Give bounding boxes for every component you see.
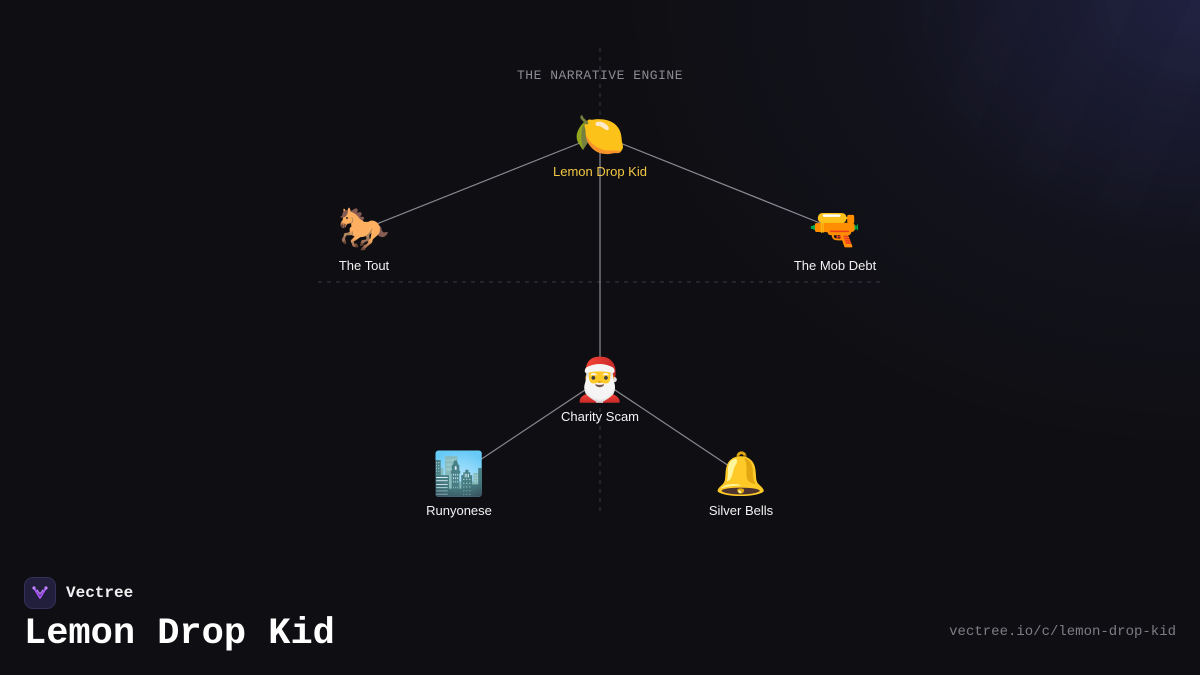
- edge-charity-scam-to-runyonese: [458, 379, 601, 475]
- node-silver-bells[interactable]: 🔔 Silver Bells: [651, 447, 831, 518]
- bell-icon: 🔔: [714, 450, 768, 497]
- node-label: Silver Bells: [708, 503, 774, 518]
- santa-icon: 🎅: [573, 356, 627, 403]
- edge-charity-scam-to-silver-bells: [599, 379, 742, 475]
- diagram-title: THE NARRATIVE ENGINE: [516, 68, 684, 83]
- node-label: The Mob Debt: [793, 258, 877, 273]
- node-the-tout[interactable]: 🐎 The Tout: [274, 202, 454, 273]
- node-label: Lemon Drop Kid: [553, 164, 647, 179]
- cityscape-icon: 🏙️: [432, 450, 486, 497]
- horse-icon: 🐎: [337, 205, 391, 252]
- edge-lemon-drop-kid-to-the-mob-debt: [599, 134, 836, 230]
- lemon-icon: 🍋: [573, 111, 627, 158]
- node-label: Runyonese: [426, 503, 492, 518]
- diagram-edges: [363, 134, 836, 475]
- node-charity-scam[interactable]: 🎅 Charity Scam: [510, 353, 690, 424]
- node-label: Charity Scam: [560, 409, 640, 424]
- branching-tree-icon: [24, 577, 56, 609]
- node-label: The Tout: [338, 258, 390, 273]
- page-title: Lemon Drop Kid: [24, 613, 335, 655]
- node-lemon-drop-kid[interactable]: 🍋 Lemon Drop Kid: [510, 108, 690, 179]
- brand-name: Vectree: [66, 584, 134, 602]
- node-runyonese[interactable]: 🏙️ Runyonese: [369, 447, 549, 518]
- page-url[interactable]: vectree.io/c/lemon-drop-kid: [949, 624, 1176, 640]
- pistol-icon: 🔫: [808, 205, 862, 252]
- node-the-mob-debt[interactable]: 🔫 The Mob Debt: [745, 202, 925, 273]
- brand[interactable]: Vectree: [24, 577, 133, 609]
- edge-lemon-drop-kid-to-the-tout: [363, 134, 601, 230]
